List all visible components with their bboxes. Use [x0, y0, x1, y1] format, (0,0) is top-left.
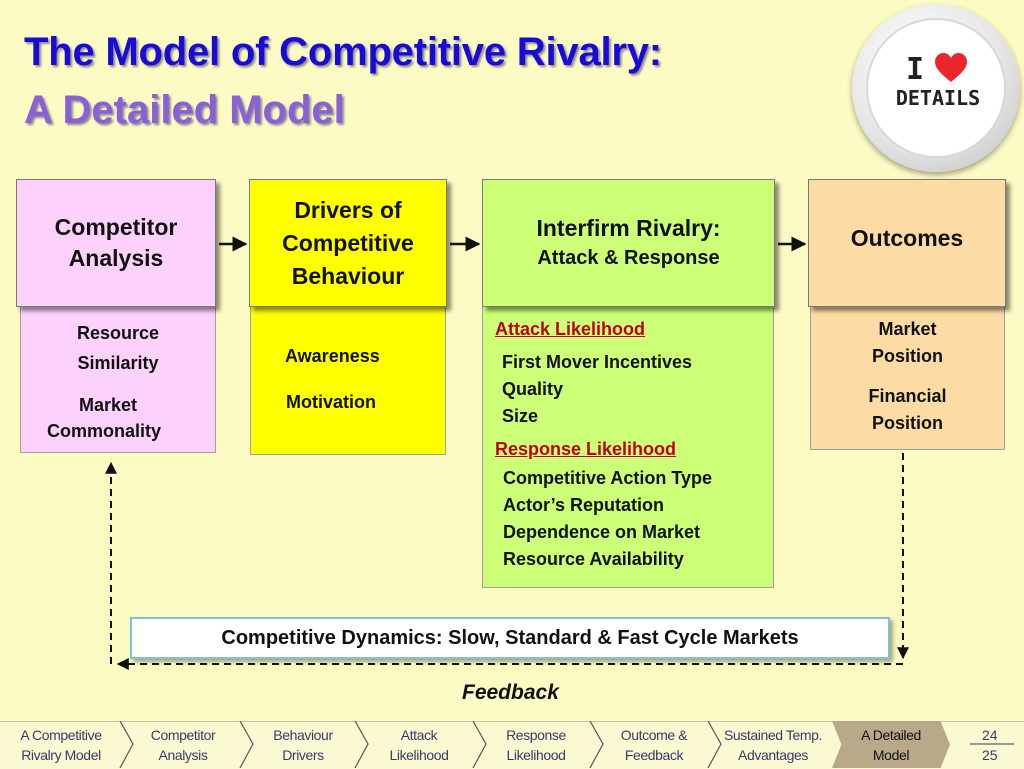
outcomes-header: Outcomes [850, 225, 964, 251]
nav-label: Outcome & [620, 726, 688, 743]
badge-word: DETAILS [895, 86, 981, 110]
nav-label: Advantages [738, 746, 808, 763]
nav-item-outcome-feedback[interactable]: Outcome & Feedback [598, 721, 710, 768]
drivers-box: Drivers of Competitive Behaviour [249, 179, 447, 307]
nav-label: Behaviour [273, 726, 333, 743]
drivers-body: Awareness Motivation [250, 300, 446, 455]
drivers-header-line-2: Competitive [282, 229, 414, 256]
nav-label: Response [506, 726, 566, 743]
slide-subtitle: A Detailed Model [24, 88, 345, 132]
response-item-1: Competitive Action Type [503, 468, 713, 488]
rivalry-header-line-1: Interfirm Rivalry: [536, 215, 721, 241]
feedback-label: Feedback [462, 681, 559, 704]
drivers-header-line-3: Behaviour [291, 262, 405, 289]
nav-label: A Competitive [20, 726, 102, 743]
drivers-item-1: Awareness [285, 346, 380, 366]
attack-item-3: Size [502, 406, 539, 426]
rivalry-box: Interfirm Rivalry: Attack & Response [482, 179, 775, 307]
nav-label: Drivers [282, 746, 324, 763]
badge-face [866, 18, 1006, 158]
response-item-4: Resource Availability [503, 549, 684, 569]
nav-label: Model [872, 746, 910, 763]
outcomes-box: Outcomes [808, 179, 1006, 307]
nav-label: Feedback [624, 746, 684, 763]
competitive-dynamics-box: Competitive Dynamics: Slow, Standard & F… [130, 617, 890, 659]
page-current: 24 [982, 727, 998, 743]
rivalry-body: Attack Likelihood First Mover Incentives… [482, 300, 774, 588]
competitor-header-line-1: Competitor [54, 214, 178, 240]
nav-label: A Detailed [861, 726, 921, 743]
outcomes-item-1: Market [878, 319, 937, 339]
competitor-header-line-2: Analysis [68, 245, 164, 271]
nav-label: Rivalry Model [21, 746, 101, 763]
slide-title: The Model of Competitive Rivalry: [24, 30, 662, 74]
nav-item-sustained-advantages[interactable]: Sustained Temp. Advantages [715, 721, 831, 768]
outcomes-item-2: Position [872, 346, 943, 366]
drivers-item-2: Motivation [286, 392, 376, 412]
nav-label: Attack [400, 726, 438, 743]
outcomes-body: Market Position Financial Position [810, 300, 1005, 450]
competitor-item-4: Commonality [47, 421, 162, 441]
rivalry-header-line-2: Attack & Response [537, 247, 720, 269]
competitor-item-3: Market [79, 395, 138, 415]
attack-item-1: First Mover Incentives [502, 352, 693, 372]
nav-label: Analysis [158, 746, 208, 763]
outcomes-item-4: Position [872, 413, 943, 433]
heart-icon [935, 53, 967, 82]
attack-likelihood-heading: Attack Likelihood [495, 319, 646, 339]
drivers-header-line-1: Drivers of [294, 196, 402, 223]
outcomes-item-3: Financial [868, 386, 947, 406]
response-likelihood-heading: Response Likelihood [495, 439, 677, 459]
response-item-2: Actor’s Reputation [503, 495, 665, 515]
nav-label: Sustained Temp. [723, 726, 823, 743]
competitor-item-2: Similarity [77, 353, 159, 373]
nav-label: Competitor [150, 726, 216, 743]
competitor-analysis-box: Competitor Analysis [16, 179, 216, 307]
attack-item-2: Quality [502, 379, 564, 399]
nav-label: Likelihood [506, 746, 566, 763]
badge-letter: I [906, 52, 925, 87]
nav-separators [119, 721, 1014, 768]
nav-label: Likelihood [389, 746, 449, 763]
competitor-item-1: Resource [76, 323, 160, 343]
response-item-3: Dependence on Market [503, 522, 701, 542]
page-total: 25 [982, 747, 998, 763]
